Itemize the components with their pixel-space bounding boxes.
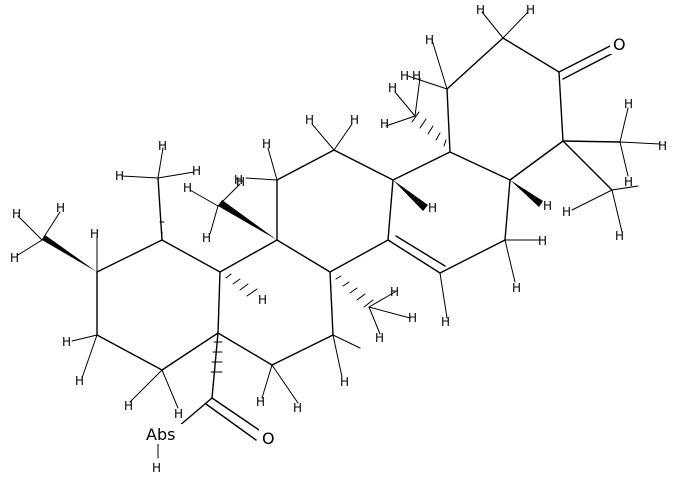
h-label: H: [262, 137, 271, 151]
h-label: H: [256, 395, 265, 409]
h-label: H: [380, 117, 389, 131]
h-label: H: [192, 164, 201, 178]
h-label: H: [425, 33, 434, 47]
h-label: H: [62, 335, 71, 349]
h-label: H: [658, 139, 667, 153]
h-label: H: [375, 331, 384, 345]
h-label: H: [350, 113, 359, 127]
hydrogen-labels: H H H H H H H H H H H H H H H H H H H H …: [10, 3, 667, 475]
wedge-c5-h: [510, 180, 543, 207]
h-label: H: [56, 201, 65, 215]
h-label: H: [624, 97, 633, 111]
h-label: H: [340, 375, 349, 389]
heteroatom-labels: O O Abs: [144, 34, 628, 448]
ketone-oxygen-label: O: [613, 35, 626, 54]
h-label: H: [388, 81, 397, 95]
h-label: H: [158, 139, 167, 153]
h-label: H: [124, 399, 133, 413]
h-label: H: [75, 374, 84, 388]
hash-c9-methyl: [335, 275, 374, 308]
h-label: H: [476, 3, 485, 17]
h-label: H: [174, 407, 183, 421]
h-label: H: [12, 207, 21, 221]
wedge-c18-h: [393, 180, 428, 211]
wedge-c4a-methyl: [218, 200, 277, 240]
hash-c14-methyl: [411, 111, 447, 147]
h-label: H: [202, 231, 211, 245]
acid-carbonyl-oxygen-label: O: [262, 429, 275, 448]
h-label: H: [526, 3, 535, 17]
h-label: H: [152, 461, 161, 475]
h-label: H: [234, 173, 243, 187]
h-label: H: [390, 285, 399, 299]
h-label: H: [615, 229, 624, 243]
hash-c6-h: [225, 273, 258, 297]
acid-hydroxyl-label: Abs: [146, 425, 175, 444]
explicit-hydrogens: [17, 11, 661, 459]
stereo-wedges: [42, 180, 543, 272]
skeleton-bonds: [96, 37, 621, 441]
h-label: H: [258, 293, 267, 307]
h-label: H: [538, 234, 547, 248]
hash-c18-acid: [210, 341, 223, 373]
h-label: H: [624, 175, 633, 189]
h-label: H: [236, 175, 245, 189]
h-label: H: [543, 199, 552, 213]
hash-c2-methyl: [157, 177, 165, 241]
h-label: H: [293, 401, 302, 415]
h-label: H: [90, 227, 99, 241]
stereo-hashes: [157, 111, 447, 373]
h-label: H: [400, 69, 409, 83]
h-label: H: [512, 281, 521, 295]
h-label: H: [115, 169, 124, 183]
h-label: H: [408, 311, 417, 325]
wedge-c1-methyl: [42, 235, 97, 272]
h-label: H: [428, 201, 437, 215]
h-label: H: [183, 181, 192, 195]
h-label: H: [10, 251, 19, 265]
h-label: H: [441, 315, 450, 329]
h-label: H: [562, 205, 571, 219]
h-label: H: [305, 113, 314, 127]
h-label: H: [412, 69, 421, 83]
